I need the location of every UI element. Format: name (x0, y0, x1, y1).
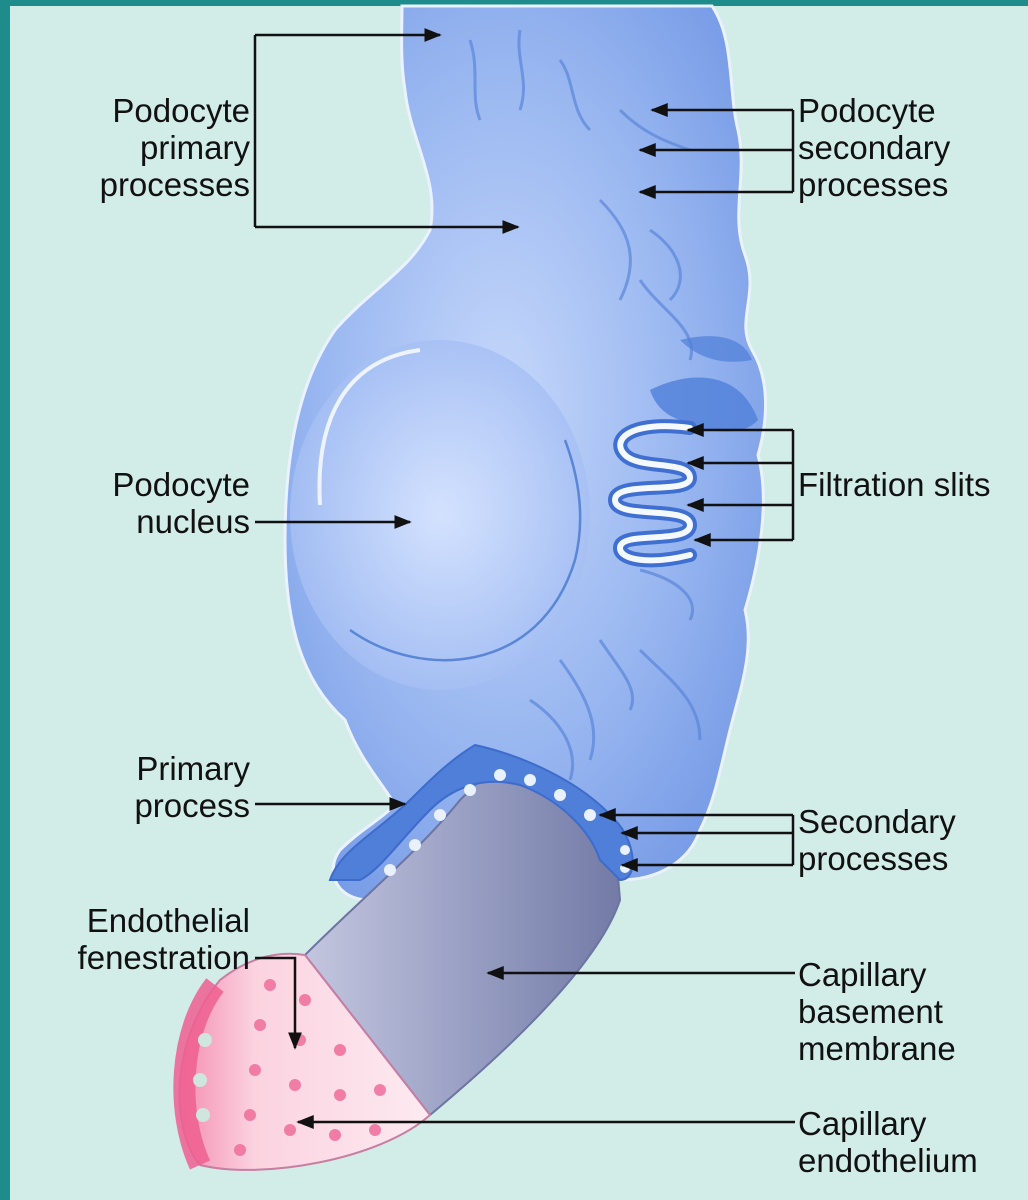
label-capillary-endothelium: Capillary endothelium (798, 1105, 1023, 1179)
label-endothelial-fenestration: Endothelial fenestration (30, 902, 250, 976)
label-filtration-slits: Filtration slits (798, 466, 1026, 503)
label-podocyte-primary-processes: Podocyte primary processes (70, 92, 250, 203)
label-secondary-processes: Secondary processes (798, 803, 1018, 877)
label-podocyte-nucleus: Podocyte nucleus (70, 466, 250, 540)
label-podocyte-secondary-processes: Podocyte secondary processes (798, 92, 1018, 203)
nucleus-shape (290, 340, 590, 690)
label-primary-process: Primary process (70, 750, 250, 824)
label-capillary-basement-membrane: Capillary basement membrane (798, 956, 1018, 1067)
